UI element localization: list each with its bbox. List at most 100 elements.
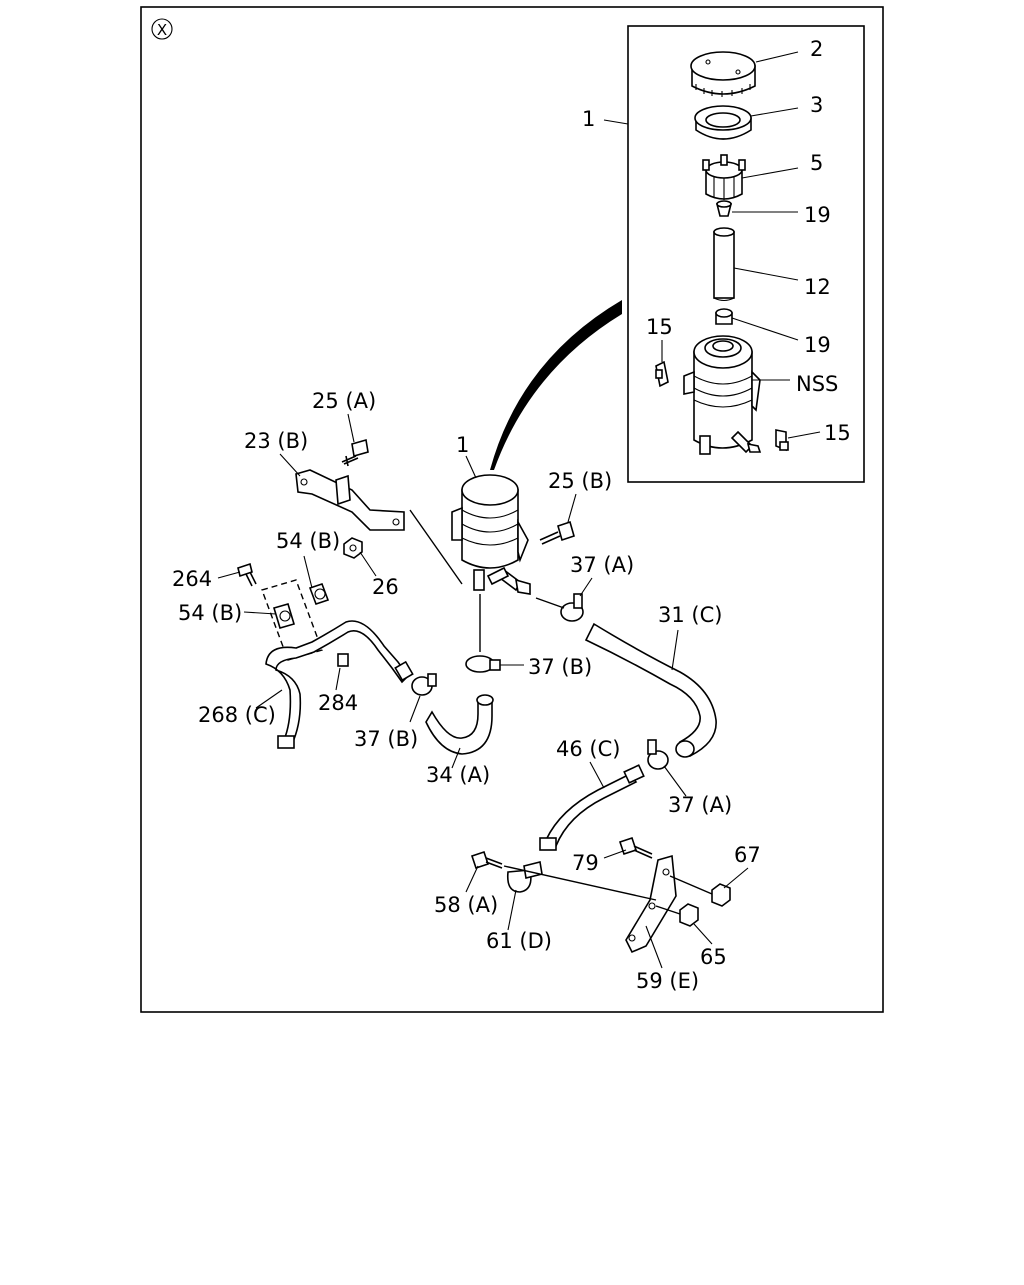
label-19-bottom: 19 xyxy=(804,333,831,357)
bush-top xyxy=(715,200,733,217)
leader-67 xyxy=(723,867,749,889)
leader-23b xyxy=(279,453,301,477)
reservoir-main xyxy=(451,474,531,595)
label-25a: 25 (A) xyxy=(312,389,376,413)
alignment-line-nut-65 xyxy=(655,905,681,915)
inset-frame xyxy=(627,25,865,483)
leader-54b-top xyxy=(303,555,313,589)
leader-15-right xyxy=(787,431,821,439)
leader-25b xyxy=(567,493,577,523)
nut-26 xyxy=(343,537,363,559)
diagram-frame xyxy=(140,6,884,1013)
bolt-284 xyxy=(337,653,349,667)
leader-19-bottom xyxy=(731,317,799,341)
bolt-79 xyxy=(618,836,653,859)
leader-25a xyxy=(347,413,355,443)
bush-bottom xyxy=(715,308,733,325)
label-15-right: 15 xyxy=(824,421,851,445)
corner-mark-letter: X xyxy=(157,21,167,39)
cap-gasket xyxy=(694,105,752,140)
leader-37a-top xyxy=(579,577,593,597)
label-3: 3 xyxy=(810,93,823,117)
clip-54b-bottom xyxy=(273,603,295,629)
label-5: 5 xyxy=(810,151,823,175)
leader-5 xyxy=(741,167,799,179)
label-59e: 59 (E) xyxy=(636,969,699,993)
label-12: 12 xyxy=(804,275,831,299)
label-284: 284 xyxy=(318,691,358,715)
leader-59e xyxy=(645,925,663,969)
leader-268c xyxy=(255,689,283,709)
label-46c: 46 (C) xyxy=(556,737,620,761)
label-54b-bottom: 54 (B) xyxy=(178,601,242,625)
label-26: 26 xyxy=(372,575,399,599)
reservoir-body-inset xyxy=(683,335,762,455)
label-54b-top: 54 (B) xyxy=(276,529,340,553)
leader-264 xyxy=(217,571,241,579)
label-264: 264 xyxy=(172,567,212,591)
bracket-59e xyxy=(625,854,677,954)
bolt-25b xyxy=(539,520,575,545)
detail-callout-arrow xyxy=(490,300,622,470)
leader-61d xyxy=(507,889,517,931)
clip-54b-top xyxy=(308,582,330,606)
leader-26 xyxy=(359,551,377,577)
label-2: 2 xyxy=(810,37,823,61)
label-nss: NSS xyxy=(796,372,838,396)
leader-1-inset xyxy=(603,119,629,125)
clamp-37b-right xyxy=(465,655,501,673)
alignment-line-nut-67 xyxy=(669,875,713,895)
label-37b-left: 37 (B) xyxy=(354,727,418,751)
label-31c: 31 (C) xyxy=(658,603,722,627)
leader-79 xyxy=(603,849,627,859)
leader-2 xyxy=(755,51,799,63)
leader-3 xyxy=(750,107,799,117)
leader-54b-bottom xyxy=(243,611,277,615)
alignment-line-bracket-59e xyxy=(503,865,657,901)
label-1-inset: 1 xyxy=(582,107,595,131)
pipe-268c xyxy=(265,620,414,749)
label-1-main: 1 xyxy=(456,433,469,457)
bolt-25a xyxy=(341,438,369,467)
nut-67 xyxy=(711,883,731,907)
bolt-58a xyxy=(470,850,503,870)
label-23b: 23 (B) xyxy=(244,429,308,453)
label-19-top: 19 xyxy=(804,203,831,227)
label-268c: 268 (C) xyxy=(198,703,276,727)
clamp-37a-bottom xyxy=(647,739,669,770)
nut-65 xyxy=(679,903,699,927)
label-25b: 25 (B) xyxy=(548,469,612,493)
label-58a: 58 (A) xyxy=(434,893,498,917)
label-79: 79 xyxy=(572,851,599,875)
leader-1-main xyxy=(465,455,477,479)
label-37a-bottom: 37 (A) xyxy=(668,793,732,817)
reservoir-cap xyxy=(690,51,756,97)
pipe-46c xyxy=(539,764,645,851)
hose-34a xyxy=(425,694,494,755)
leader-37b-left xyxy=(409,695,421,723)
bolt-264 xyxy=(237,562,257,587)
leader-284 xyxy=(335,667,341,691)
clamp-37b-left xyxy=(411,673,437,696)
leader-34a xyxy=(451,747,461,769)
label-37b-right: 37 (B) xyxy=(528,655,592,679)
leader-46c xyxy=(589,761,605,789)
clip-left xyxy=(655,360,669,388)
clamp-37a-top xyxy=(560,593,584,622)
group-outline-54b xyxy=(261,579,323,661)
label-34a: 34 (A) xyxy=(426,763,490,787)
hose-31c xyxy=(584,622,717,758)
clip-right xyxy=(775,429,789,452)
corner-mark: X xyxy=(151,18,173,40)
label-67: 67 xyxy=(734,843,761,867)
clip-61d xyxy=(506,861,543,893)
label-65: 65 xyxy=(700,945,727,969)
label-37a-top: 37 (A) xyxy=(570,553,634,577)
leader-31c xyxy=(671,629,679,671)
bracket-23b xyxy=(295,469,405,531)
leader-37a-bottom xyxy=(663,765,687,797)
alignment-line-clamp xyxy=(535,597,565,609)
alignment-line-bracket xyxy=(409,509,463,585)
